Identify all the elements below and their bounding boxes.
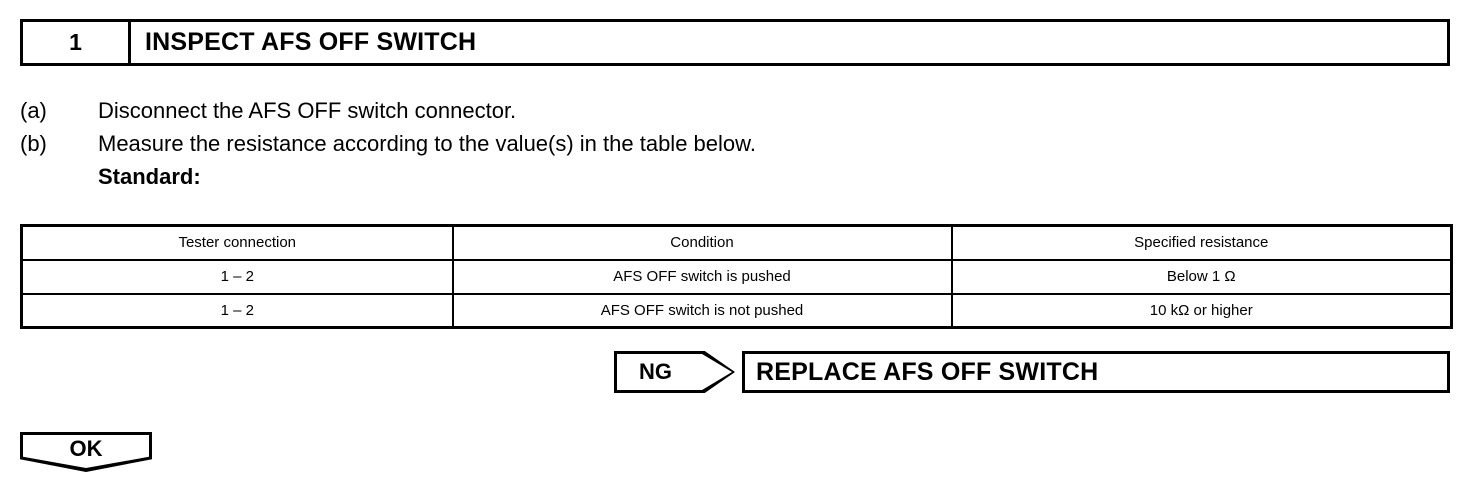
procedure-step-b-text: Measure the resistance according to the …	[98, 131, 756, 156]
step-title: INSPECT AFS OFF SWITCH	[145, 28, 477, 56]
procedure-list: (a) Disconnect the AFS OFF switch connec…	[20, 98, 1220, 190]
table-row: 1 – 2 AFS OFF switch is not pushed 10 kΩ…	[20, 292, 1453, 329]
ng-action-label: REPLACE AFS OFF SWITCH	[756, 357, 1099, 386]
procedure-step-a: (a) Disconnect the AFS OFF switch connec…	[20, 98, 1220, 124]
table-row: 1 – 2 AFS OFF switch is pushed Below 1 Ω	[20, 258, 1453, 295]
cell-specified-resistance: 10 kΩ or higher	[950, 292, 1453, 329]
procedure-step-a-label: (a)	[20, 98, 47, 123]
ng-arrow-tag: NG	[614, 351, 735, 393]
cell-tester-connection: 1 – 2	[20, 292, 454, 329]
cell-condition: AFS OFF switch is not pushed	[451, 292, 953, 329]
table-header-row: Tester connection Condition Specified re…	[20, 224, 1453, 261]
ok-label: OK	[69, 436, 103, 461]
ng-branch: NG REPLACE AFS OFF SWITCH	[614, 351, 1450, 393]
procedure-step-a-text: Disconnect the AFS OFF switch connector.	[98, 98, 517, 123]
ng-arrow-tag-inner: NG	[617, 354, 732, 390]
procedure-step-b: (b) Measure the resistance according to …	[20, 131, 1220, 157]
standard-label: Standard:	[98, 164, 201, 189]
ok-flag-tag: OK	[20, 432, 152, 472]
column-header-condition: Condition	[451, 224, 953, 261]
step-title-cell: INSPECT AFS OFF SWITCH	[131, 22, 1447, 63]
step-number: 1	[69, 29, 82, 55]
ng-label: NG	[639, 359, 672, 384]
procedure-step-b-label: (b)	[20, 131, 47, 156]
ng-action-box: REPLACE AFS OFF SWITCH	[742, 351, 1450, 393]
column-header-specified-resistance: Specified resistance	[950, 224, 1453, 261]
ok-flag-tag-inner: OK	[23, 435, 149, 468]
cell-condition: AFS OFF switch is pushed	[451, 258, 953, 295]
step-number-cell: 1	[23, 22, 131, 63]
standard-row: Standard:	[20, 164, 1220, 190]
specification-table: Tester connection Condition Specified re…	[20, 224, 1453, 329]
cell-specified-resistance: Below 1 Ω	[950, 258, 1453, 295]
step-header-bar: 1 INSPECT AFS OFF SWITCH	[20, 19, 1450, 66]
column-header-tester-connection: Tester connection	[20, 224, 454, 261]
cell-tester-connection: 1 – 2	[20, 258, 454, 295]
